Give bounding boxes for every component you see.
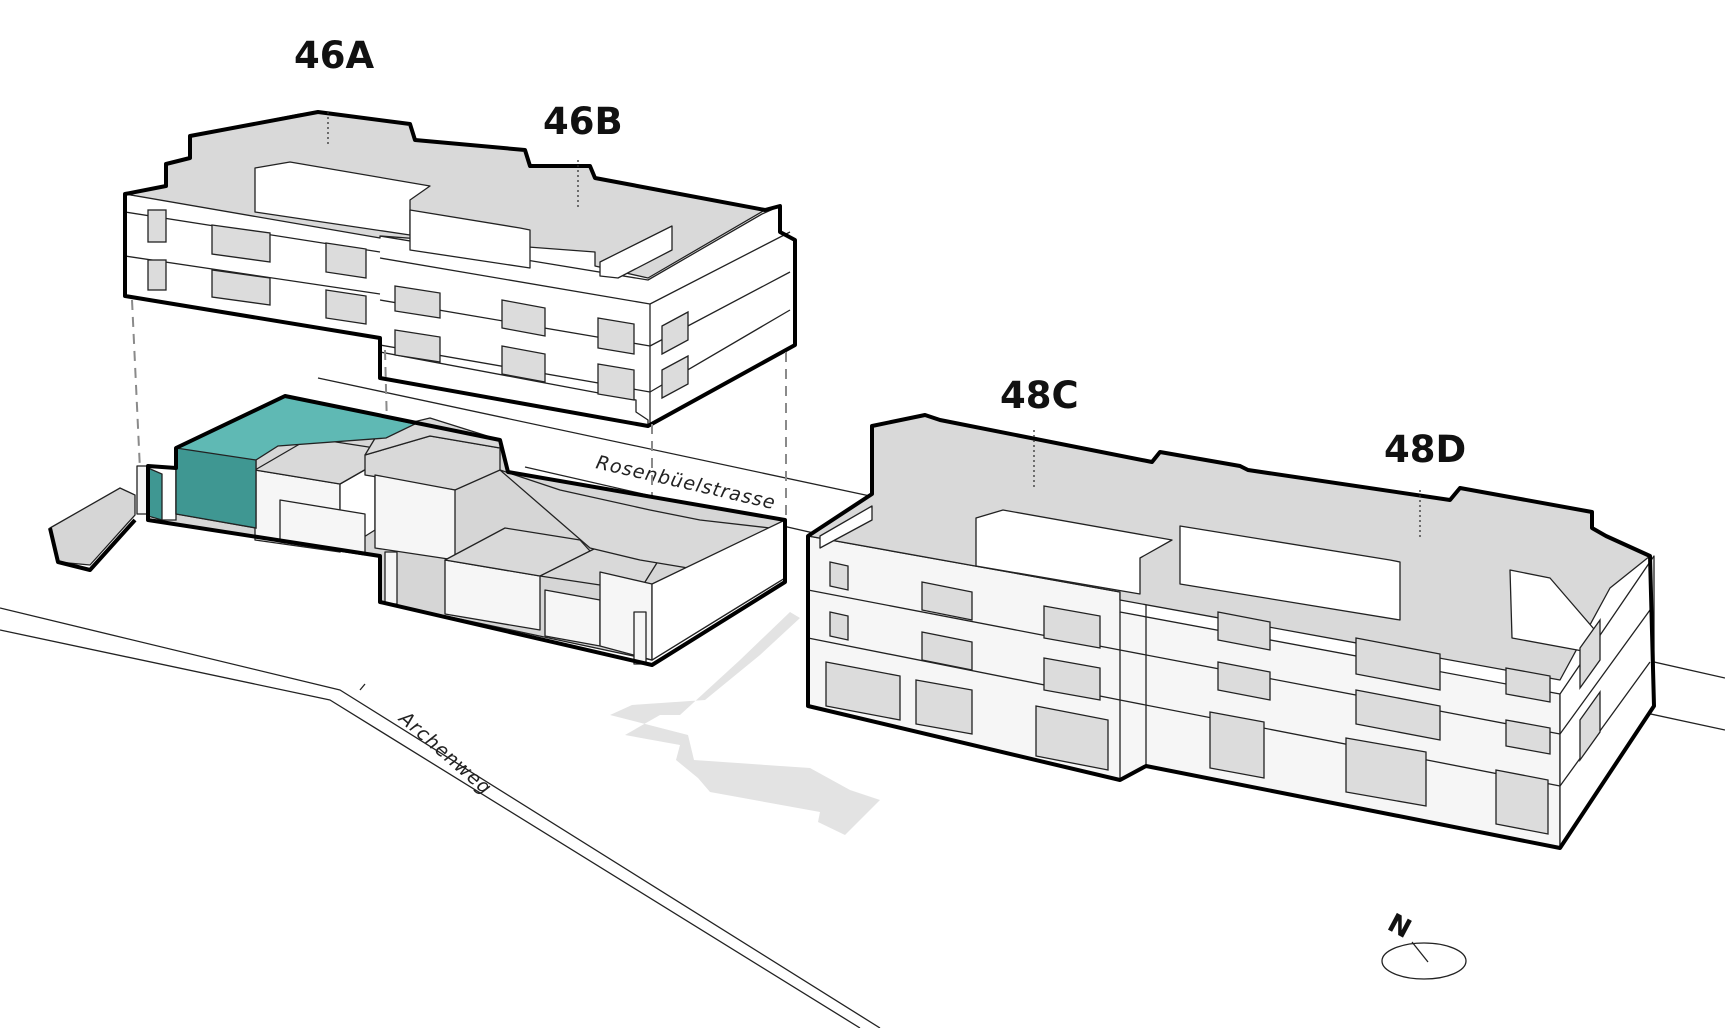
building-48cd [806, 413, 1656, 850]
window [661, 354, 689, 400]
pillar [633, 611, 647, 665]
archenweg-label: Archenweg [393, 706, 496, 800]
roof-terrace-46b [409, 209, 531, 269]
window [1579, 617, 1601, 691]
ramp-floor [49, 487, 136, 566]
window [501, 345, 546, 383]
window [829, 561, 849, 591]
parking-base-outline [146, 394, 787, 667]
archenweg-edge-1 [0, 607, 881, 1028]
building-48cd-outline [806, 413, 1656, 850]
window [1505, 667, 1551, 703]
window [921, 581, 973, 621]
window [1355, 689, 1441, 741]
window [211, 269, 271, 306]
highlighted-unit-front [175, 447, 257, 529]
north-arrow-circle [1381, 942, 1467, 980]
base-block [374, 474, 456, 561]
projection-line [131, 299, 141, 471]
highlighted-unit-low [147, 467, 163, 521]
window [921, 631, 973, 671]
roof-terrace-46b-east [599, 225, 673, 279]
pillar [384, 551, 398, 605]
north-arrow-icon: N [1381, 908, 1467, 980]
roof-terrace-46a [254, 161, 431, 236]
ground-opening [915, 679, 973, 735]
window [1355, 637, 1441, 691]
label-48c: 48C [1000, 374, 1079, 417]
window [325, 289, 367, 325]
window [147, 209, 167, 243]
footpath-shadow [610, 612, 880, 835]
window [394, 329, 441, 363]
window [597, 317, 635, 355]
archenweg-tick [359, 683, 366, 691]
roof-terrace-48d [1179, 525, 1401, 621]
parking-base [48, 394, 787, 667]
roof-terrace-48c-west [819, 505, 873, 549]
base-block [544, 589, 601, 647]
ground-opening [1345, 737, 1427, 807]
label-46a: 46A [294, 34, 374, 77]
window [211, 224, 271, 263]
window [1217, 611, 1271, 651]
window [325, 242, 367, 279]
rosenbuel-edge-3 [1644, 659, 1725, 679]
ground-opening [1495, 769, 1549, 835]
window [1579, 689, 1601, 763]
label-48d: 48D [1384, 428, 1466, 471]
window [1217, 661, 1271, 701]
window [1043, 605, 1101, 649]
window [1043, 657, 1101, 701]
roof-terrace-48c [975, 509, 1173, 595]
archenweg-edge-2 [0, 629, 861, 1028]
label-46b: 46B [543, 100, 623, 143]
ramp-outline [48, 518, 137, 572]
north-arrow-label: N [1383, 908, 1416, 945]
window [597, 363, 635, 401]
window [829, 611, 849, 641]
building-46ab-outline [123, 110, 797, 428]
floor-line [807, 589, 1651, 735]
window [661, 310, 689, 356]
rosenbuel-edge-1 [317, 377, 871, 497]
window [1505, 719, 1551, 755]
window [501, 299, 546, 337]
ground-opening [1035, 705, 1109, 771]
ground-opening [825, 661, 901, 721]
ground-opening [1209, 711, 1265, 779]
window [147, 259, 167, 291]
window [394, 285, 441, 319]
north-arrow-needle [1411, 941, 1429, 963]
building-46ab [123, 110, 797, 428]
street-archenweg: Archenweg [0, 607, 881, 1028]
